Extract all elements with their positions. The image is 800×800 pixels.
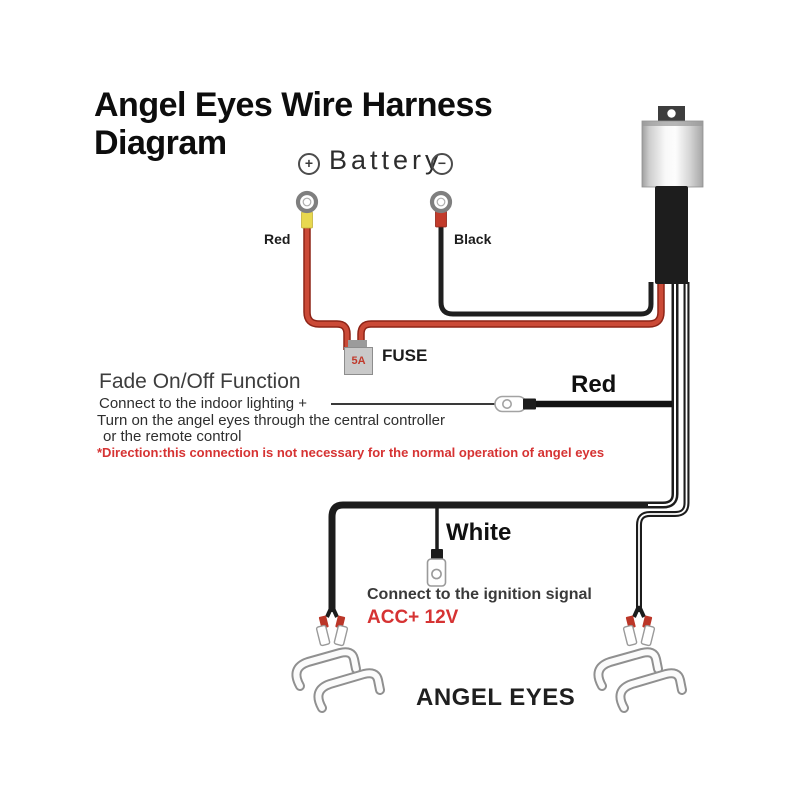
right-angel-eye-connector xyxy=(593,647,687,713)
battery-plus-icon: + xyxy=(298,153,320,175)
fade-bullet-connector xyxy=(494,395,536,413)
left-angel-eye-connector xyxy=(291,647,385,713)
positive-wire-color-label: Red xyxy=(264,231,291,247)
relay-unit xyxy=(641,106,704,284)
battery-label: Battery xyxy=(329,145,443,175)
fade-section-line2: Turn on the angel eyes through the centr… xyxy=(97,412,445,429)
negative-wire-color-label: Black xyxy=(454,231,492,247)
white-wire-label: White xyxy=(446,519,512,546)
fuse-top-tab xyxy=(348,340,367,348)
page-title-line1: Angel Eyes Wire Harness xyxy=(94,86,493,124)
fade-section-line1: Connect to the indoor lighting + xyxy=(99,395,308,412)
page-title-line2: Diagram xyxy=(94,124,227,162)
fuse-body: 5A xyxy=(344,347,373,375)
ignition-acc-label: ACC+ 12V xyxy=(367,607,459,628)
battery-minus-icon: − xyxy=(431,153,453,175)
fade-section-line3: or the remote control xyxy=(103,428,242,445)
white-ignition-wire xyxy=(426,505,447,587)
relay-mounting-tab xyxy=(658,106,685,122)
left-output-cable xyxy=(328,282,679,612)
left-output-terminals xyxy=(315,605,349,647)
ignition-spade-terminal xyxy=(426,549,447,587)
relay-metal-cylinder xyxy=(641,120,704,188)
fade-signal-wire xyxy=(331,395,672,413)
battery-positive-ring-terminal xyxy=(295,190,319,229)
fuse-label: FUSE xyxy=(382,346,428,365)
fade-section-warning: *Direction:this connection is not necess… xyxy=(97,445,605,460)
red-power-wire xyxy=(303,222,665,350)
right-output-cable xyxy=(636,282,690,612)
right-output-terminals xyxy=(622,605,656,647)
fade-section-heading: Fade On/Off Function xyxy=(99,370,301,393)
ignition-instruction: Connect to the ignition signal xyxy=(367,586,592,603)
battery-negative-ring-terminal xyxy=(429,190,453,228)
angel-eyes-label: ANGEL EYES xyxy=(416,684,576,711)
red-wire-label: Red xyxy=(571,371,617,398)
relay-black-body xyxy=(655,186,688,284)
black-ground-wire xyxy=(438,222,654,317)
